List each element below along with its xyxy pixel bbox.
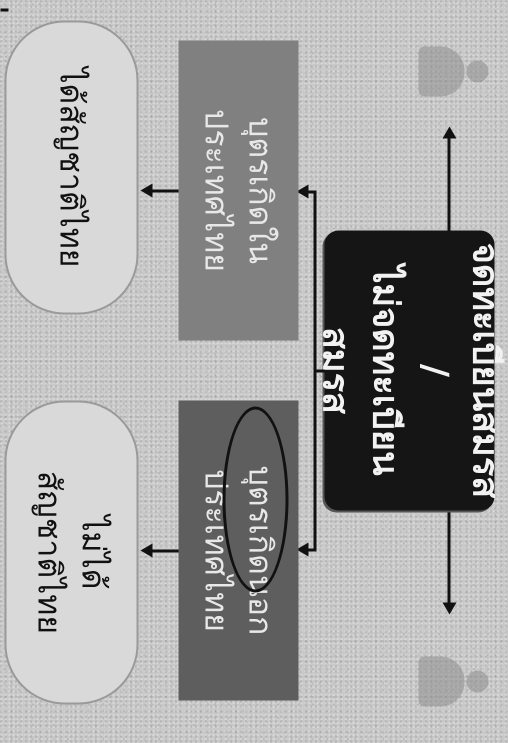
connector-line [447, 138, 450, 230]
person-body [418, 656, 464, 706]
connector-line [0, 8, 8, 11]
connector-line [313, 190, 316, 550]
no-nationality-line2: สัญชาติไทย [30, 470, 68, 634]
person-body [418, 46, 464, 96]
no-thai-nationality: ไม่ได้ สัญชาติไทย [4, 400, 138, 704]
gets-nationality-text: ได้สัญชาติไทย [52, 66, 90, 268]
no-nationality-line1: ไม่ได้ [74, 514, 112, 590]
person-icon [418, 40, 488, 100]
arrow-head [140, 543, 152, 557]
arrow-head [442, 602, 456, 614]
marriage-status-box: จดทะเบียนสมรส / ไม่จดทะเบียนสมรส [314, 230, 505, 510]
born-in-line2: ประเทศไทย [197, 108, 235, 272]
born-in-line1: บุตรเกิดใน [241, 116, 279, 264]
gets-thai-nationality: ได้สัญชาติไทย [4, 20, 138, 314]
connector-line [150, 549, 178, 552]
born-in-thailand-box: บุตรเกิดใน ประเทศไทย [178, 40, 298, 340]
connector-line [447, 510, 450, 602]
arrow-head [442, 126, 456, 138]
highlight-ellipse [222, 406, 288, 592]
person-icon [418, 650, 488, 710]
person-head [466, 60, 488, 82]
person-head [466, 670, 488, 692]
marriage-status-line1: จดทะเบียนสมรส / [414, 242, 505, 498]
arrow-head [140, 183, 152, 197]
connector-line [150, 189, 178, 192]
